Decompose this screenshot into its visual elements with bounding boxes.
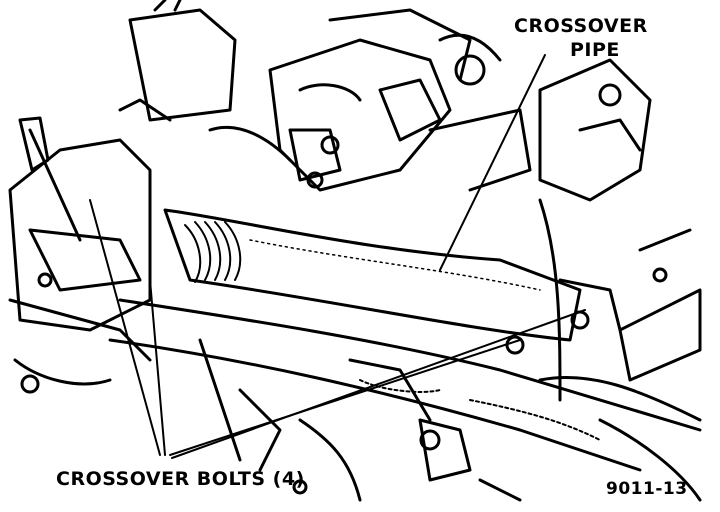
crossover-pipe-label-line1: CROSSOVER — [514, 15, 648, 37]
carburetor-assembly — [128, 0, 532, 192]
right-bracket-assembly — [538, 58, 702, 502]
crossover-pipe-label-line2: PIPE — [570, 39, 620, 61]
crossover-bolts-label: CROSSOVER BOLTS (4) — [56, 468, 305, 490]
leader-lines — [89, 54, 586, 459]
lower-manifold — [108, 298, 702, 502]
left-engine-assembly — [8, 98, 172, 394]
figure-number: 9011-13 — [606, 479, 688, 499]
